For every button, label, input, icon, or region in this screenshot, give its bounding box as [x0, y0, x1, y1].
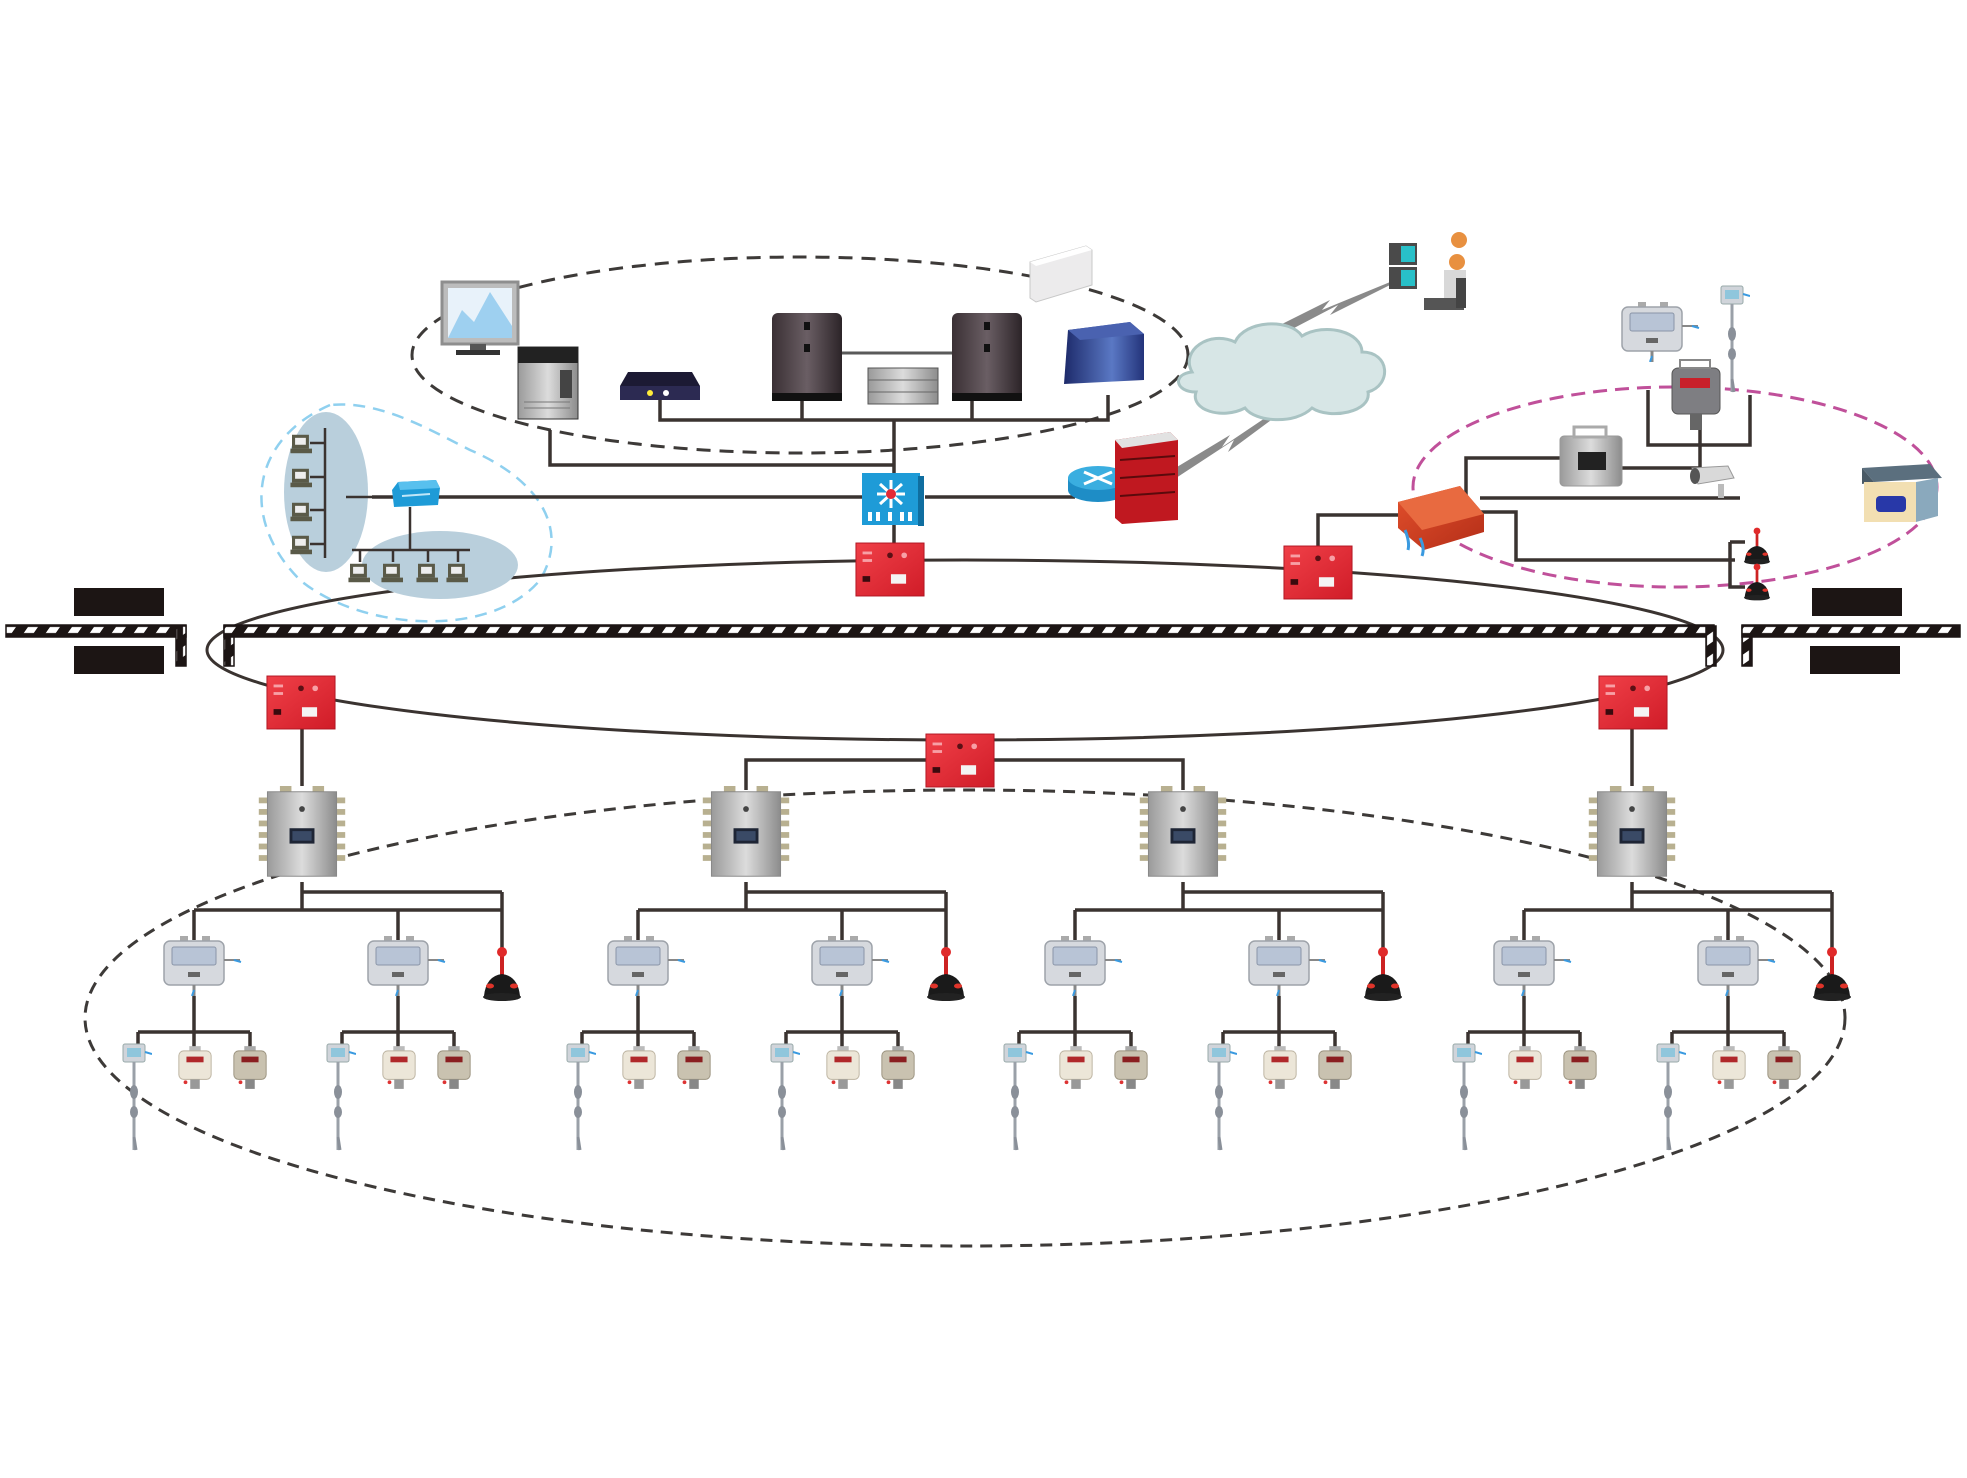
detector-dark-icon [1563, 1046, 1597, 1090]
detector-dark-icon [1318, 1046, 1352, 1090]
mainframe-server-b-icon [952, 313, 1022, 401]
workstation-icon [348, 563, 370, 583]
tower-server-icon [517, 346, 579, 420]
ring-node-center-icon [925, 733, 995, 788]
field-substation-icon [702, 786, 790, 877]
detector-dark-icon [1114, 1046, 1148, 1090]
core-switch-icon [862, 473, 924, 526]
emergency-button-icon [925, 946, 967, 1002]
workstation-icon [290, 434, 312, 454]
workgroup-switch-icon [392, 480, 440, 507]
barrier-gate-left [5, 588, 235, 674]
pole-sensor-icon [1207, 1042, 1237, 1152]
pole-sensor-icon [1003, 1042, 1033, 1152]
emergency-button-icon [1811, 946, 1853, 1002]
server-room-group-outline [410, 255, 1190, 455]
sensor-panel-icon [810, 936, 890, 996]
detector-dark-icon [677, 1046, 711, 1090]
blade-server-icon [1064, 322, 1144, 384]
workstation-icon [290, 468, 312, 488]
ring-node-left-icon [266, 675, 336, 730]
detector-light-icon [1059, 1046, 1093, 1090]
pole-sensor-icon [1720, 284, 1750, 394]
field-substation-icon [1139, 786, 1227, 877]
pole-sensor-icon [770, 1042, 800, 1152]
detector-light-icon [178, 1046, 212, 1090]
equipment-house-icon [1862, 464, 1942, 522]
pole-sensor-icon [1452, 1042, 1482, 1152]
remote-operators-icon [1389, 232, 1467, 310]
sensor-panel-icon [606, 936, 686, 996]
ring-node-right-icon [1598, 675, 1668, 730]
pole-sensor-icon [326, 1042, 356, 1152]
wireless-link-firewall [1172, 408, 1282, 478]
wireless-link-remote [1270, 280, 1395, 338]
workstation-icon [416, 563, 438, 583]
field-substation-icon [1588, 786, 1676, 877]
office-lan [284, 412, 518, 599]
sensor-panel-icon [162, 936, 242, 996]
mine-roadway-track [223, 624, 1715, 638]
barrier-gate-right [1705, 588, 1961, 674]
sensor-panel-icon [1492, 936, 1572, 996]
workstation-icon [290, 502, 312, 522]
office-lan-group-outline [260, 403, 553, 623]
workstation-icon [446, 563, 468, 583]
sensor-panel-icon [1696, 936, 1776, 996]
storage-array-icon [842, 351, 952, 405]
detector-light-icon [1712, 1046, 1746, 1090]
power-box-icon [1559, 425, 1623, 487]
mainframe-server-a-icon [772, 313, 842, 401]
surface-substation-icon [1398, 486, 1484, 557]
gas-detector-icon [1671, 359, 1721, 430]
workstation-icon [381, 563, 403, 583]
workstation-icon [290, 535, 312, 555]
internet-cloud-icon [1177, 322, 1386, 422]
sensor-panel-icon [1043, 936, 1123, 996]
detector-dark-icon [437, 1046, 471, 1090]
detector-light-icon [1263, 1046, 1297, 1090]
detector-light-icon [622, 1046, 656, 1090]
ring-node-surface-icon [1283, 545, 1353, 600]
underground-field-group-outline [83, 788, 1847, 1248]
pole-sensor-icon [122, 1042, 152, 1152]
pole-sensor-icon [1656, 1042, 1686, 1152]
ring-node-core-icon [855, 542, 925, 597]
detector-light-icon [382, 1046, 416, 1090]
detector-dark-icon [1767, 1046, 1801, 1090]
emergency-button-icon [1362, 946, 1404, 1002]
emergency-button-icon [1742, 526, 1772, 566]
sensor-panel-icon [1620, 302, 1700, 362]
network-appliance-icon [620, 372, 700, 400]
surface-monitoring-group-outline [1411, 385, 1939, 589]
firewall-icon [1115, 432, 1178, 524]
detector-dark-icon [233, 1046, 267, 1090]
router-icon [1068, 466, 1128, 502]
underground-field [122, 786, 1853, 1152]
emergency-button-icon [481, 946, 523, 1002]
field-substation-icon [258, 786, 346, 877]
cctv-camera-icon [1690, 465, 1735, 498]
detector-light-icon [826, 1046, 860, 1090]
sensor-panel-icon [366, 936, 446, 996]
monitor-display-icon [440, 280, 520, 355]
detector-dark-icon [881, 1046, 915, 1090]
detector-light-icon [1508, 1046, 1542, 1090]
pole-sensor-icon [566, 1042, 596, 1152]
sensor-panel-icon [1247, 936, 1327, 996]
ups-unit-icon [1029, 245, 1093, 303]
